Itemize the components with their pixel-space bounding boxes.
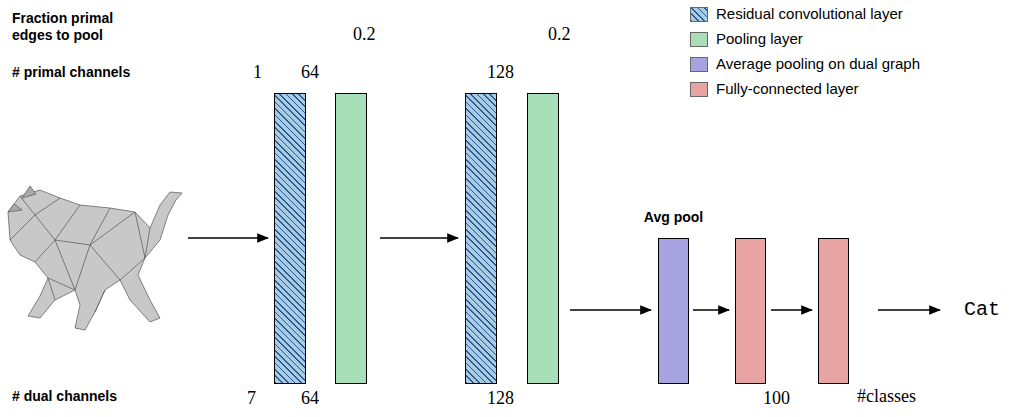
row-heading: Fraction primal edges to pool [12,10,142,44]
pool-fraction: 0.2 [353,24,376,45]
channel-count: 128 [487,388,514,409]
channel-count: #classes [857,386,916,407]
row-heading: # primal channels [12,64,130,81]
fc-layer [818,238,849,384]
channel-count: 64 [301,388,319,409]
fc-layer [735,238,766,384]
legend-text: Average pooling on dual graph [716,55,920,72]
layer-heading: Avg pool [644,209,703,226]
pool-layer [335,93,367,384]
cat-mesh [8,186,182,330]
avg-pool-layer: Avg pool [658,238,689,384]
legend-swatch [690,82,708,97]
conv-layer [274,93,306,384]
channel-count: 1 [253,62,262,83]
legend-swatch [690,32,708,47]
pool-fraction: 0.2 [548,24,571,45]
conv-layer [465,93,497,384]
row-heading: # dual channels [12,388,117,405]
channel-count: 100 [763,388,790,409]
legend-swatch [690,7,708,22]
channel-count: 7 [247,388,256,409]
legend-swatch [690,57,708,72]
legend-text: Fully-connected layer [716,80,859,97]
output-class: Cat [964,298,1000,321]
channel-count: 64 [301,62,319,83]
channel-count: 128 [487,62,514,83]
legend-text: Pooling layer [716,30,803,47]
legend-text: Residual convolutional layer [716,5,903,22]
pool-layer [527,93,559,384]
